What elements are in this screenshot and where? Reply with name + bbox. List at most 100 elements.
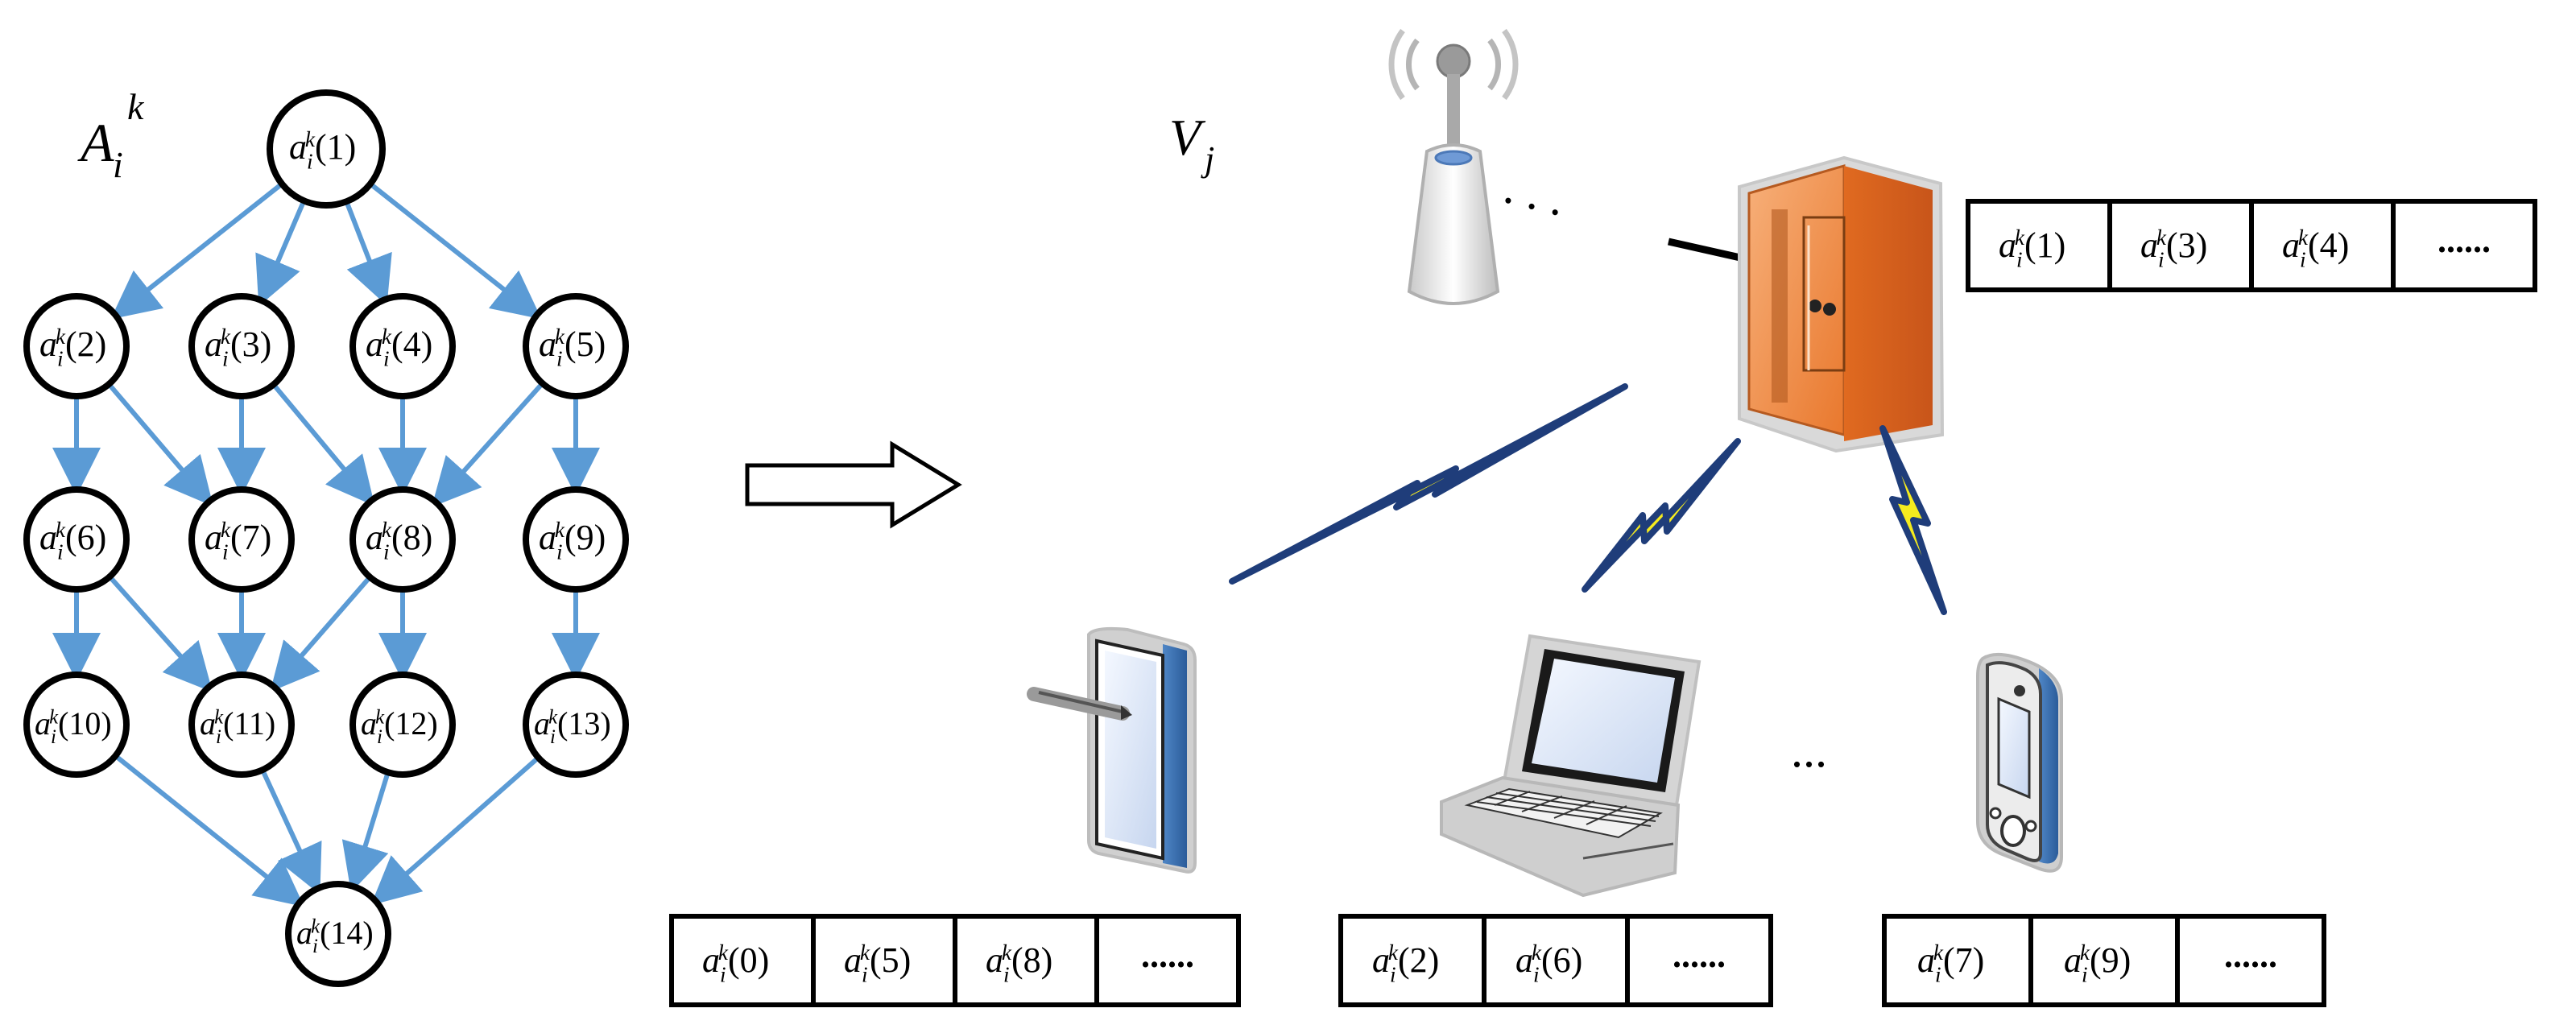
dag-node-circle — [349, 293, 456, 399]
dag-node-circle — [349, 671, 456, 778]
dag-node-circle — [349, 486, 456, 593]
dag-label-sub: i — [113, 144, 123, 185]
transition-arrow — [745, 440, 962, 529]
queue-item-label: aik(8) — [986, 940, 1052, 986]
queue-item-label: aik(6) — [1515, 940, 1582, 986]
lightning-icon — [1879, 425, 1947, 615]
dag-node-8: aik(8) — [349, 486, 456, 593]
dag-node-circle — [285, 881, 391, 987]
dag-node-circle — [523, 486, 629, 593]
queue-item-label: aik(4) — [2282, 225, 2349, 271]
dag-edge-3-8 — [271, 382, 375, 506]
dag-edge-1-5 — [369, 182, 542, 320]
dag-edges — [52, 182, 600, 907]
dag-node-circle — [23, 293, 130, 399]
queue-item-label: aik(5) — [844, 940, 911, 986]
dag-edge-2-7 — [106, 382, 213, 506]
laptop-queue: aik(2) aik(6)...... — [1338, 914, 1773, 1007]
dag-node-circle — [523, 293, 629, 399]
dag-nodes: aik(1) aik(2) aik(3) aik(4) aik(5) aik(6) aik(… — [23, 89, 629, 987]
queue-cell — [2249, 199, 2396, 292]
queue-cell — [1882, 914, 2033, 1007]
dag-edge-6-11 — [108, 575, 213, 692]
dag-node-label: aik(9) — [539, 518, 606, 564]
dag-node-label: aik(4) — [366, 324, 432, 370]
dag-node-circle — [188, 671, 295, 778]
laptop-icon — [1440, 634, 1701, 898]
lightning-icon — [1229, 383, 1628, 585]
dag-node-1: aik(1) — [267, 89, 386, 209]
queue-ellipsis: ...... — [1673, 936, 1726, 975]
queue-item-label: aik(7) — [1917, 940, 1984, 986]
server-queue: aik(1) aik(3) aik(4)...... — [1966, 199, 2537, 292]
dag-node-circle — [188, 293, 295, 399]
dag-node-4: aik(4) — [349, 293, 456, 399]
dag-node-label: aik(3) — [205, 324, 271, 370]
queue-item-label: aik(1) — [1999, 225, 2065, 271]
dag-edge-5-8 — [432, 382, 544, 507]
dag-node-circle — [188, 486, 295, 593]
dag-node-circle — [523, 671, 629, 778]
antenna-link-dots: . . . — [1499, 160, 1571, 226]
phone-icon — [1976, 652, 2063, 873]
dag-node-5: aik(5) — [523, 293, 629, 399]
dag-node-11: aik(11) — [188, 671, 295, 778]
dag-edge-8-11 — [270, 575, 372, 692]
dag-label-sup: k — [127, 86, 145, 127]
dag-node-label: aik(6) — [39, 518, 106, 564]
dag-node-3: aik(3) — [188, 293, 295, 399]
dag-node-label: aik(10) — [35, 705, 112, 748]
queue-ellipsis: ...... — [1141, 936, 1194, 975]
network-label: V j — [1169, 109, 1214, 179]
queue-cell — [2107, 199, 2254, 292]
antenna-server-link — [1668, 238, 1748, 263]
queue-ellipsis: ...... — [2224, 936, 2277, 975]
phone-queue: aik(7) aik(9)...... — [1882, 914, 2326, 1007]
queue-item-label: aik(0) — [702, 940, 769, 986]
dag-node-label: aik(2) — [39, 324, 106, 370]
queue-item-label: aik(3) — [2140, 225, 2207, 271]
queue-cell — [1625, 914, 1773, 1007]
dag-node-circle — [267, 89, 386, 209]
queue-cell — [1094, 914, 1241, 1007]
dag-node-label: aik(1) — [289, 127, 356, 173]
dag-node-14: aik(14) — [285, 881, 391, 987]
dag-node-9: aik(9) — [523, 486, 629, 593]
dag-label: A i k — [77, 86, 145, 185]
dag-node-circle — [23, 671, 130, 778]
dag-node-6: aik(6) — [23, 486, 130, 593]
network-label-base: V — [1169, 109, 1206, 166]
tablet-queue: aik(0) aik(5) aik(8)...... — [669, 914, 1241, 1007]
queue-cell — [953, 914, 1099, 1007]
network-label-sub: j — [1201, 139, 1214, 179]
dag-edge-12-14 — [341, 771, 391, 893]
dag-node-circle — [23, 486, 130, 593]
dag-edge-11-14 — [260, 769, 322, 895]
dag-edge-13-14 — [370, 755, 540, 906]
dag-node-10: aik(10) — [23, 671, 130, 778]
server-icon — [1738, 155, 1945, 453]
dag-label-base: A — [77, 112, 114, 173]
dag-edge-1-2 — [110, 182, 283, 320]
dag-node-13: aik(13) — [523, 671, 629, 778]
dag-node-label: aik(7) — [205, 518, 271, 564]
queue-ellipsis: ...... — [2437, 221, 2491, 260]
queue-cell — [2028, 914, 2180, 1007]
dag-node-12: aik(12) — [349, 671, 456, 778]
queue-item-label: aik(2) — [1372, 940, 1439, 986]
queue-item-label: aik(9) — [2064, 940, 2131, 986]
dag-node-label: aik(14) — [296, 915, 374, 957]
dag-node-label: aik(5) — [539, 324, 606, 370]
queue-cell — [2391, 199, 2537, 292]
dag-node-label: aik(8) — [366, 518, 432, 564]
lightning-icon — [1582, 438, 1741, 593]
devices-ellipsis: ... — [1791, 724, 1827, 777]
dag-node-7: aik(7) — [188, 486, 295, 593]
dag-node-2: aik(2) — [23, 293, 130, 399]
dag-edge-1-4 — [344, 200, 392, 306]
dag-node-label: aik(11) — [200, 705, 275, 748]
queue-cell — [1482, 914, 1630, 1007]
dag-edge-10-14 — [114, 754, 304, 907]
queue-cell — [2175, 914, 2326, 1007]
